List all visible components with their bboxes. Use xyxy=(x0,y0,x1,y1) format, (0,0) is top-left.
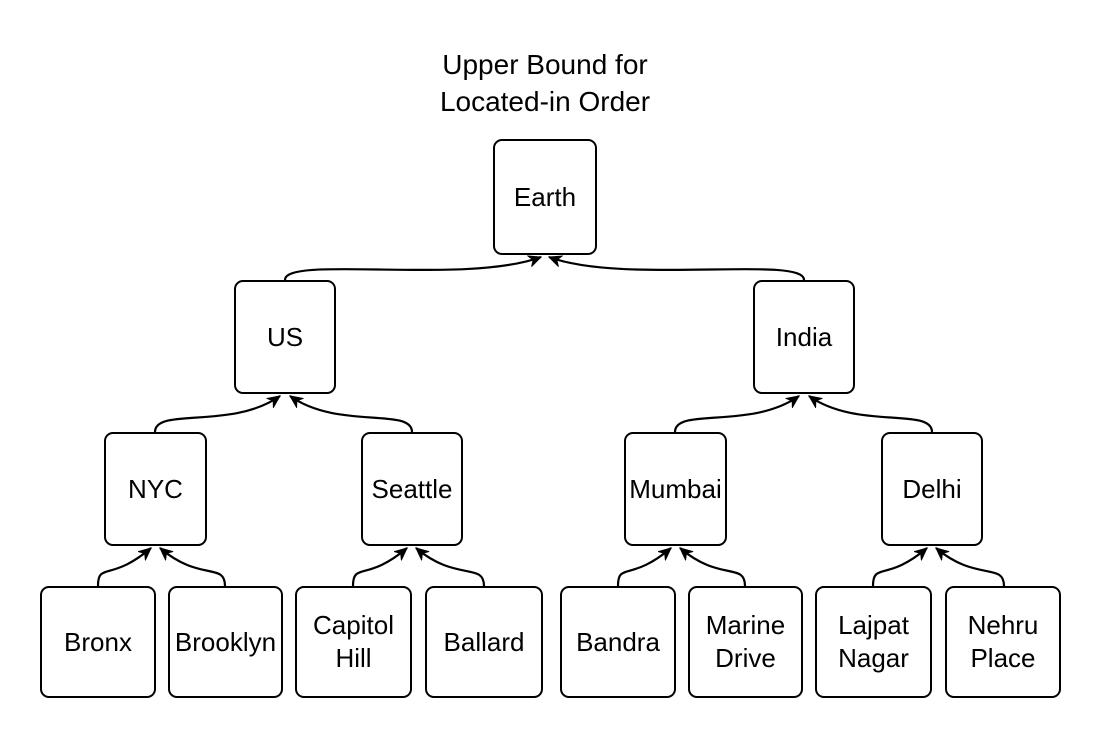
node-marine-drive-label: Marine Drive xyxy=(705,610,786,673)
node-us-label: US xyxy=(266,321,304,352)
node-marine-drive: Marine Drive xyxy=(688,586,803,698)
node-us: US xyxy=(234,280,336,394)
node-nyc-label: NYC xyxy=(128,473,183,504)
node-brooklyn: Brooklyn xyxy=(168,586,283,698)
node-seattle-label: Seattle xyxy=(371,473,453,504)
edge-nyc-to-us xyxy=(153,395,280,433)
diagram-title-line2: Located-in Order xyxy=(439,86,651,117)
diagram-title: Upper Bound for Located-in Order xyxy=(345,46,745,120)
node-india-label: India xyxy=(775,321,833,352)
node-delhi-label: Delhi xyxy=(902,473,962,504)
edge-bronx-to-nyc xyxy=(96,547,151,587)
node-mumbai-label: Mumbai xyxy=(629,473,722,504)
node-nehru-place: Nehru Place xyxy=(945,586,1061,698)
node-earth: Earth xyxy=(493,139,597,255)
edge-brooklyn-to-nyc xyxy=(160,547,227,587)
node-bronx-label: Bronx xyxy=(64,626,132,657)
node-capitol-hill-label: Capitol Hill xyxy=(313,610,394,673)
node-brooklyn-label: Brooklyn xyxy=(174,626,277,657)
edge-seattle-to-us xyxy=(290,395,414,433)
node-bronx: Bronx xyxy=(40,586,156,698)
edge-india-to-earth xyxy=(549,257,806,281)
diagram-title-line1: Upper Bound for xyxy=(442,49,648,80)
edge-delhi-to-india xyxy=(809,395,934,433)
node-delhi: Delhi xyxy=(881,432,983,546)
node-ballard: Ballard xyxy=(425,586,543,698)
node-capitol-hill: Capitol Hill xyxy=(295,586,412,698)
node-ballard-label: Ballard xyxy=(443,626,525,657)
edge-marine-drive-to-mumbai xyxy=(680,547,747,587)
edge-ballard-to-seattle xyxy=(416,547,486,587)
node-lajpat-nagar-label: Lajpat Nagar xyxy=(838,610,909,673)
edge-us-to-earth xyxy=(283,257,541,281)
node-india: India xyxy=(753,280,855,394)
node-mumbai: Mumbai xyxy=(624,432,727,546)
node-nyc: NYC xyxy=(104,432,207,546)
edge-capitol-hill-to-seattle xyxy=(351,547,407,587)
node-seattle: Seattle xyxy=(361,432,463,546)
edge-nehru-place-to-delhi xyxy=(936,547,1006,587)
node-nehru-place-label: Nehru Place xyxy=(967,610,1039,673)
node-bandra: Bandra xyxy=(560,586,676,698)
node-earth-label: Earth xyxy=(513,181,577,212)
edge-mumbai-to-india xyxy=(673,395,799,433)
edge-bandra-to-mumbai xyxy=(616,547,671,587)
node-lajpat-nagar: Lajpat Nagar xyxy=(815,586,932,698)
node-bandra-label: Bandra xyxy=(576,626,660,657)
edge-lajpat-nagar-to-delhi xyxy=(871,547,927,587)
